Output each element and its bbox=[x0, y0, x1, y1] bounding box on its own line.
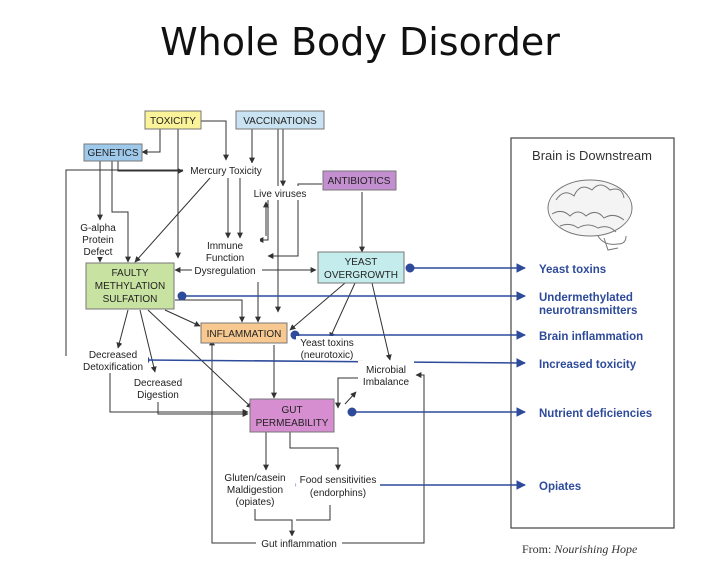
label-gluten-casein: Gluten/casein Maldigestion (opiates) bbox=[218, 471, 292, 509]
output-opiates: Opiates bbox=[539, 481, 581, 493]
brain-icon bbox=[547, 179, 633, 251]
svg-text:METHYLATION: METHYLATION bbox=[95, 281, 165, 292]
svg-text:YEAST: YEAST bbox=[345, 257, 378, 268]
svg-text:Maldigestion: Maldigestion bbox=[227, 485, 283, 496]
output-line-increased-toxicity bbox=[144, 358, 526, 368]
svg-text:(endorphins): (endorphins) bbox=[310, 488, 366, 499]
node-genetics: GENETICS bbox=[83, 143, 143, 162]
brain-panel-title: Brain is Downstream bbox=[532, 148, 652, 163]
output-brain-inflammation: Brain inflammation bbox=[539, 331, 643, 343]
label-food-sensitivities: Food sensitivities (endorphins) bbox=[296, 471, 380, 499]
svg-text:PERMEABILITY: PERMEABILITY bbox=[256, 418, 329, 429]
svg-text:Digestion: Digestion bbox=[137, 390, 179, 401]
node-yeast-overgrowth: YEAST OVERGROWTH bbox=[317, 251, 405, 284]
svg-text:Protein: Protein bbox=[82, 235, 114, 246]
svg-text:Microbial: Microbial bbox=[366, 365, 406, 376]
output-undermethylated-line1: Undermethylated bbox=[539, 292, 633, 304]
svg-text:INFLAMMATION: INFLAMMATION bbox=[207, 329, 282, 340]
page-title: Whole Body Disorder bbox=[160, 20, 560, 64]
svg-text:Function: Function bbox=[206, 253, 244, 264]
label-decreased-digestion: Decreased Digestion bbox=[130, 374, 186, 401]
label-yeast-toxins-neurotoxic: Yeast toxins (neurotoxic) bbox=[296, 336, 358, 361]
output-undermethylated-line2: neurotransmitters bbox=[539, 305, 637, 317]
label-gut-inflammation: Gut inflammation bbox=[256, 536, 342, 550]
svg-text:Immune: Immune bbox=[207, 241, 244, 252]
svg-text:ANTIBIOTICS: ANTIBIOTICS bbox=[328, 176, 391, 187]
svg-text:Gut inflammation: Gut inflammation bbox=[261, 539, 337, 550]
node-vaccinations: VACCINATIONS bbox=[235, 110, 325, 130]
svg-text:Decreased: Decreased bbox=[134, 378, 182, 389]
svg-text:FAULTY: FAULTY bbox=[111, 268, 148, 279]
label-mercury-toxicity: Mercury Toxicity bbox=[190, 166, 262, 177]
svg-text:Decreased: Decreased bbox=[89, 350, 137, 361]
node-toxicity: TOXICITY bbox=[144, 110, 202, 130]
output-increased-toxicity: Increased toxicity bbox=[539, 359, 637, 371]
svg-text:(neurotoxic): (neurotoxic) bbox=[301, 350, 354, 361]
label-immune-dysregulation: Immune Function Dysregulation bbox=[192, 239, 260, 277]
svg-text:Detoxification: Detoxification bbox=[83, 362, 143, 373]
svg-text:GUT: GUT bbox=[281, 405, 302, 416]
svg-text:Yeast toxins: Yeast toxins bbox=[300, 338, 354, 349]
svg-text:GENETICS: GENETICS bbox=[87, 148, 138, 159]
svg-text:Food sensitivities: Food sensitivities bbox=[300, 475, 377, 486]
output-dot bbox=[177, 291, 187, 301]
svg-text:Imbalance: Imbalance bbox=[363, 377, 410, 388]
svg-text:Defect: Defect bbox=[84, 247, 113, 258]
output-dot bbox=[405, 263, 415, 273]
svg-text:Gluten/casein: Gluten/casein bbox=[224, 473, 285, 484]
label-microbial-imbalance: Microbial Imbalance bbox=[358, 361, 414, 388]
svg-text:Dysregulation: Dysregulation bbox=[194, 266, 255, 277]
output-nutrient-deficiencies: Nutrient deficiencies bbox=[539, 408, 652, 420]
svg-text:SULFATION: SULFATION bbox=[103, 294, 158, 305]
label-g-alpha: G-alpha Protein Defect bbox=[76, 221, 124, 258]
node-gut-permeability: GUT PERMEABILITY bbox=[249, 398, 335, 433]
node-antibiotics: ANTIBIOTICS bbox=[322, 170, 397, 191]
label-live-viruses: Live viruses bbox=[254, 189, 307, 200]
svg-text:(opiates): (opiates) bbox=[236, 497, 275, 508]
svg-text:TOXICITY: TOXICITY bbox=[150, 116, 196, 127]
label-decreased-detoxification: Decreased Detoxification bbox=[78, 349, 148, 373]
svg-text:G-alpha: G-alpha bbox=[80, 223, 116, 234]
output-dot bbox=[347, 407, 357, 417]
svg-text:VACCINATIONS: VACCINATIONS bbox=[243, 116, 317, 127]
node-inflammation: INFLAMMATION bbox=[200, 322, 288, 344]
node-faulty-methylation: FAULTY METHYLATION SULFATION bbox=[85, 262, 175, 310]
source-credit: From: Nourishing Hope bbox=[522, 542, 638, 556]
output-yeast-toxins: Yeast toxins bbox=[539, 264, 606, 276]
svg-text:OVERGROWTH: OVERGROWTH bbox=[324, 270, 398, 281]
